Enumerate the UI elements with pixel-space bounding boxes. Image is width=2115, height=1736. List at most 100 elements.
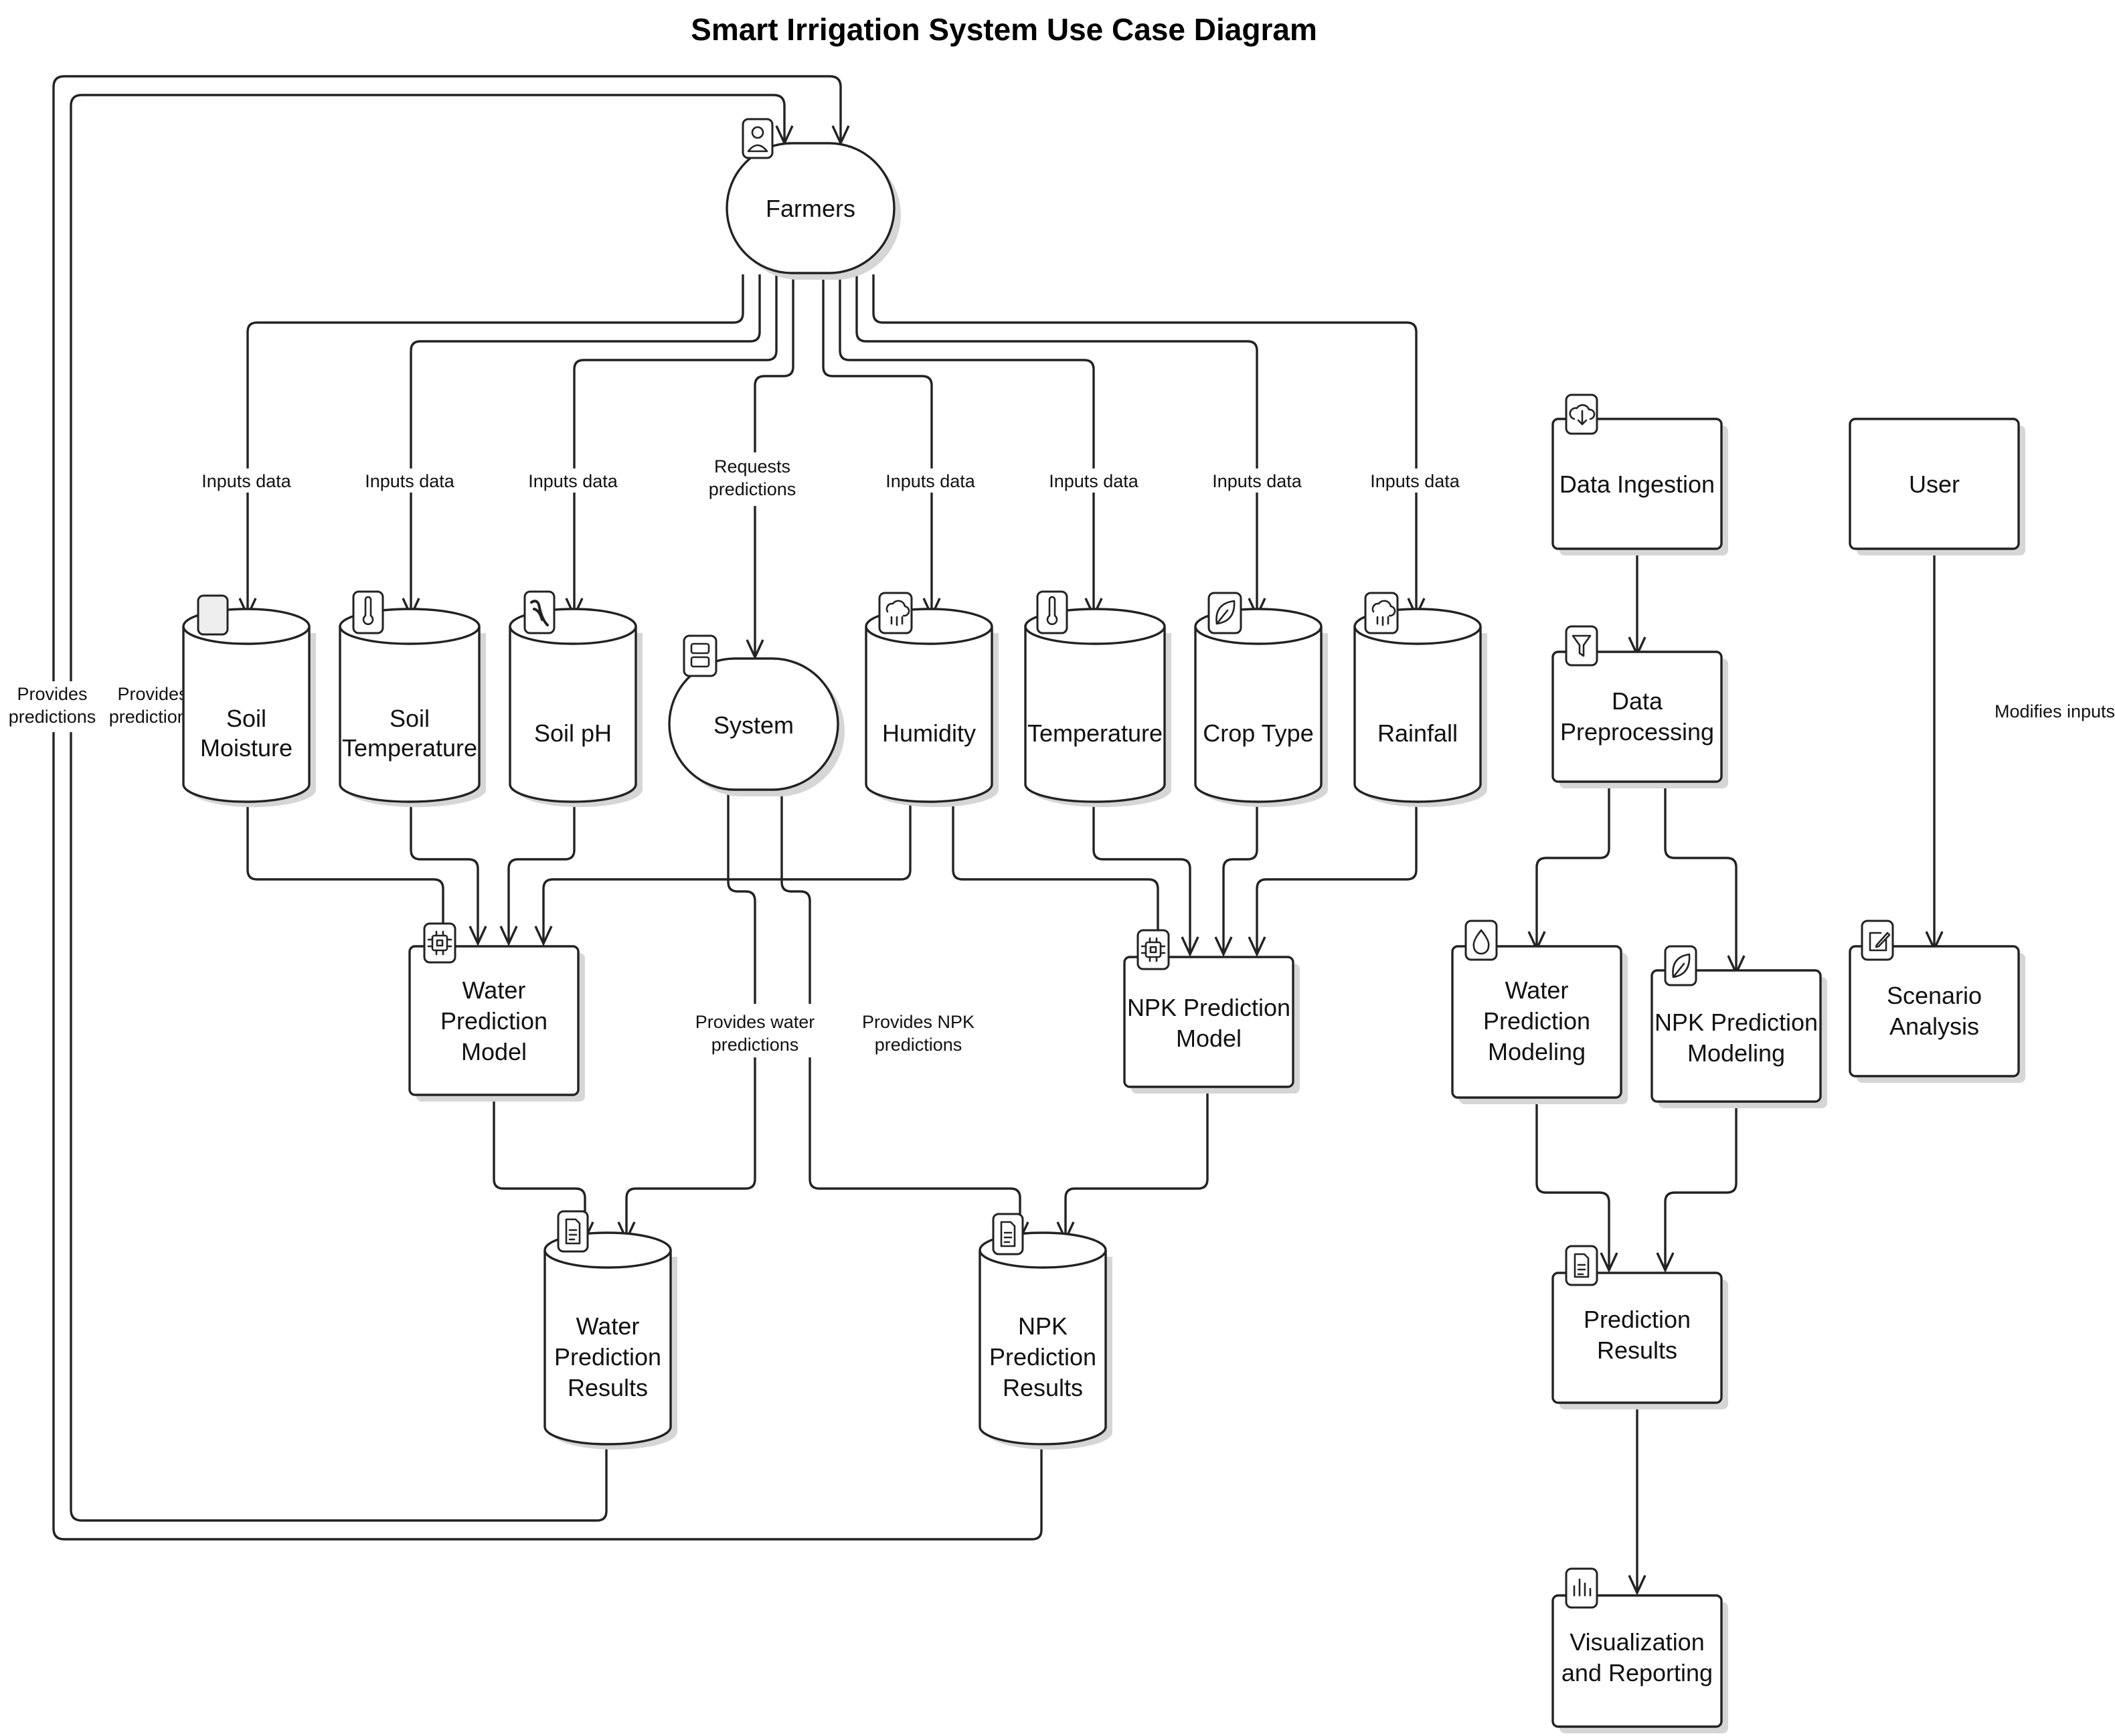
node-visualization-reporting[interactable]: Visualization and Reporting [1551, 1567, 1728, 1733]
data-preprocessing-label-1: Data [1612, 687, 1663, 715]
arrowhead [469, 926, 487, 947]
node-npk-prediction-modeling[interactable]: NPK Prediction Modeling [1651, 945, 1827, 1108]
node-water-prediction-model[interactable]: Water Prediction Model [408, 922, 585, 1102]
arrowhead [499, 926, 518, 947]
user-shape [1849, 418, 2020, 550]
soil-moisture-label-2: Moisture [200, 734, 292, 762]
edge-soil-ph-water-model [507, 800, 576, 942]
water-model-label-2: Prediction [440, 1007, 547, 1035]
edge-humidity-water-model [542, 800, 912, 942]
icon-frame [992, 1213, 1024, 1255]
water-modeling-label-1: Water [1505, 976, 1569, 1004]
node-rainfall[interactable]: Rainfall [1353, 592, 1487, 807]
soil-ph-body [509, 626, 637, 803]
soil-temperature-body [339, 626, 481, 803]
icon-stroke [1000, 1221, 1016, 1247]
droplet-icon [1464, 920, 1498, 961]
edge-crop-type-npk-model [1222, 800, 1258, 953]
arrowhead [1628, 1575, 1646, 1596]
icon-frame [1364, 592, 1399, 634]
user-label: User [1909, 470, 1960, 498]
npk-model-shape [1123, 956, 1294, 1088]
icon-stroke [431, 934, 448, 952]
label-bg [703, 452, 810, 506]
node-humidity[interactable]: Humidity [865, 592, 999, 807]
node-prediction-results[interactable]: Prediction Results [1551, 1245, 1728, 1409]
chip-icon [1136, 929, 1170, 970]
npk-model-label-1: NPK Prediction [1127, 994, 1290, 1021]
water-results-body [543, 1250, 672, 1446]
npk-results-label-3: Results [1003, 1374, 1083, 1401]
node-crop-type[interactable]: Crop Type [1194, 592, 1328, 807]
edge-label-provides-predictions-2: predictions [9, 707, 96, 727]
visualization-label-2: and Reporting [1561, 1659, 1713, 1686]
icon-stroke [1149, 946, 1157, 954]
arrowhead [1656, 1252, 1675, 1274]
data-preprocessing-shape [1551, 650, 1723, 783]
node-npk-prediction-model[interactable]: NPK Prediction Model [1123, 929, 1300, 1094]
edge-farmers-rainfall [872, 274, 1418, 614]
rainfall-label: Rainfall [1377, 719, 1458, 747]
node-soil-ph[interactable]: Soil pH [509, 590, 643, 807]
arrowhead [1181, 936, 1199, 958]
icon-frame [1861, 920, 1894, 961]
edge-farmers-temperature [839, 274, 1095, 614]
icon-stroke [436, 939, 444, 947]
edge-label-provides-predictions-1: Provides [117, 684, 187, 704]
label-bg [527, 468, 621, 493]
icon-stroke [1371, 600, 1396, 626]
node-npk-prediction-results[interactable]: NPK Prediction Results [979, 1213, 1112, 1450]
document-icon [1565, 1245, 1598, 1286]
water-model-label-1: Water [462, 976, 526, 1004]
node-data-preprocessing[interactable]: Data Preprocessing [1551, 625, 1728, 788]
node-soil-moisture[interactable]: Soil Moisture [182, 594, 316, 807]
icon-stroke [1569, 404, 1596, 426]
node-system[interactable]: System [668, 634, 845, 796]
node-user[interactable]: User [1849, 418, 2025, 555]
soil-ph-label: Soil pH [534, 719, 612, 747]
icon-stroke [885, 600, 910, 626]
node-data-ingestion[interactable]: Data Ingestion [1551, 394, 1728, 555]
node-scenario-analysis[interactable]: Scenario Analysis [1849, 920, 2025, 1083]
node-farmers[interactable]: Farmers [726, 118, 901, 280]
npk-model-label-2: Model [1176, 1025, 1242, 1052]
crop-type-body [1194, 626, 1323, 803]
npk-modeling-label-2: Modeling [1687, 1039, 1785, 1067]
data-ingestion-label: Data Ingestion [1559, 470, 1715, 498]
filter-icon [1565, 625, 1598, 667]
edge-labels: Inputs data Inputs data Inputs data Requ… [9, 452, 2115, 1057]
cloud-download-icon [1565, 394, 1598, 435]
node-water-prediction-modeling[interactable]: Water Prediction Modeling [1451, 920, 1628, 1104]
edge-npk-results-farmers [52, 75, 1043, 1541]
edge-farmers-humidity [822, 274, 933, 614]
edge-label-inputs-data: Inputs data [1370, 471, 1460, 491]
edge-preprocessing-water-modeling [1535, 782, 1610, 948]
npk-results-body [979, 1250, 1107, 1446]
water-model-shape [408, 945, 580, 1096]
node-soil-temperature[interactable]: Soil Temperature [339, 590, 486, 807]
soil-moisture-body [182, 626, 311, 803]
edge-label-inputs-data: Inputs data [1212, 471, 1302, 491]
cloud-rain-icon [878, 592, 913, 634]
label-bg [364, 468, 458, 493]
label-bg [883, 468, 977, 493]
label-bg [1210, 468, 1304, 493]
edge-rainfall-npk-model [1256, 800, 1418, 953]
crop-type-label: Crop Type [1203, 719, 1313, 747]
blank-icon [197, 594, 229, 636]
icon-stroke [747, 144, 768, 153]
prediction-results-shape [1551, 1272, 1723, 1404]
icon-stroke [362, 596, 374, 625]
node-water-prediction-results[interactable]: Water Prediction Results [543, 1210, 677, 1450]
edge-label-provides-water-1: Provides water [695, 1012, 815, 1032]
edge-npk-model-npk-results [1064, 1087, 1209, 1238]
arrowhead [534, 926, 553, 947]
soil-temperature-label-2: Temperature [342, 734, 477, 762]
node-temperature[interactable]: Temperature [1024, 590, 1171, 807]
label-bg [112, 681, 193, 732]
arrowhead [1248, 936, 1266, 958]
edge-label-modifies-inputs: Modifies inputs [1995, 701, 2115, 721]
edge-farmers-system [754, 274, 794, 656]
edge-water-modeling-prediction-results [1535, 1099, 1610, 1269]
